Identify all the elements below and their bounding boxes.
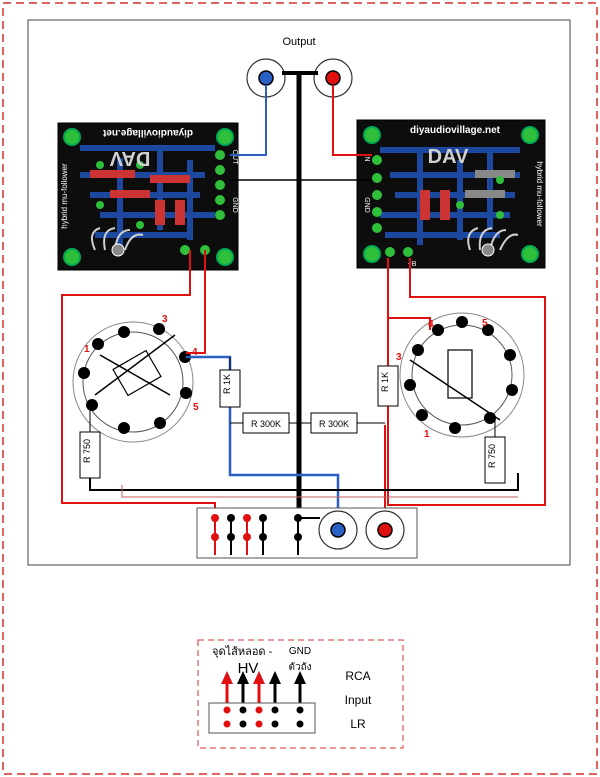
resistor-r750-left (79, 405, 101, 479)
left-board-side-text: hybrid mu-follower (60, 163, 69, 229)
resistor-r300k-right-label: R 300K (319, 419, 349, 429)
right-tube-pin-1: 1 (424, 429, 430, 440)
right-board-brand: diyaudiovillage.net (410, 125, 501, 136)
wire-left-input (186, 355, 340, 528)
right-board-gnd-label: GND (363, 197, 370, 213)
resistor-r300k-left (242, 412, 290, 434)
left-board-gnd-label: GND (231, 197, 238, 213)
left-board-brand: diyaudiovillage.net (102, 127, 193, 138)
wire-right-hv (387, 258, 546, 506)
left-board-logo: DAV (109, 147, 150, 169)
left-pcb (57, 122, 239, 271)
left-tube-pin-1: 1 (84, 344, 90, 355)
legend-terminal-block (208, 702, 316, 734)
wire-right-out (332, 85, 372, 156)
legend-gnd-label: GND (289, 646, 311, 657)
resistor-r750-right (484, 418, 506, 484)
input-rca-left (318, 510, 358, 550)
left-tube (72, 321, 194, 443)
right-board-hv-label: +B (408, 261, 417, 268)
legend-input-label: Input (345, 693, 372, 707)
legend-arrows (221, 671, 306, 706)
legend-rca-label: RCA (345, 669, 370, 683)
resistor-r750-left-label: R 750 (82, 439, 92, 463)
resistor-r1k-right (377, 365, 399, 407)
wire-heater-return (121, 485, 518, 498)
left-tube-pin-5: 5 (193, 402, 199, 413)
right-board-side-text: hybrid mu-follower (535, 161, 544, 227)
right-board-logo: DAV (428, 146, 469, 168)
left-tube-pin-3: 3 (162, 314, 168, 325)
resistor-r1k-right-label: R 1K (380, 372, 390, 392)
right-board-in-label: IN (363, 155, 370, 162)
input-terminal-block (196, 507, 418, 559)
legend-heater-label: จุดไส้หลอด - (212, 645, 273, 658)
resistor-r1k-left-label: R 1K (222, 374, 232, 394)
resistor-r300k-left-label: R 300K (251, 419, 281, 429)
wire-left-out (230, 85, 267, 156)
resistor-r750-right-label: R 750 (487, 444, 497, 468)
output-rca-left (246, 58, 286, 98)
right-pcb (356, 119, 546, 269)
legend-hv-label: HV (238, 660, 259, 677)
output-label: Output (282, 36, 315, 48)
wire-cathode-ground (89, 473, 519, 491)
wire-left-hv (61, 250, 216, 518)
legend-lr-label: LR (350, 717, 366, 731)
wire-left-pin4 (186, 250, 206, 354)
right-tube-pin-3: 3 (396, 352, 402, 363)
resistor-r1k-left (219, 357, 241, 408)
right-tube-pin-5: 5 (482, 318, 488, 329)
right-tube (399, 312, 525, 438)
resistor-r300k-right (310, 412, 358, 434)
legend-chassis-label: ตัวถัง (288, 662, 311, 673)
input-rca-right (365, 510, 405, 550)
left-board-out-label: OUT (231, 150, 238, 166)
